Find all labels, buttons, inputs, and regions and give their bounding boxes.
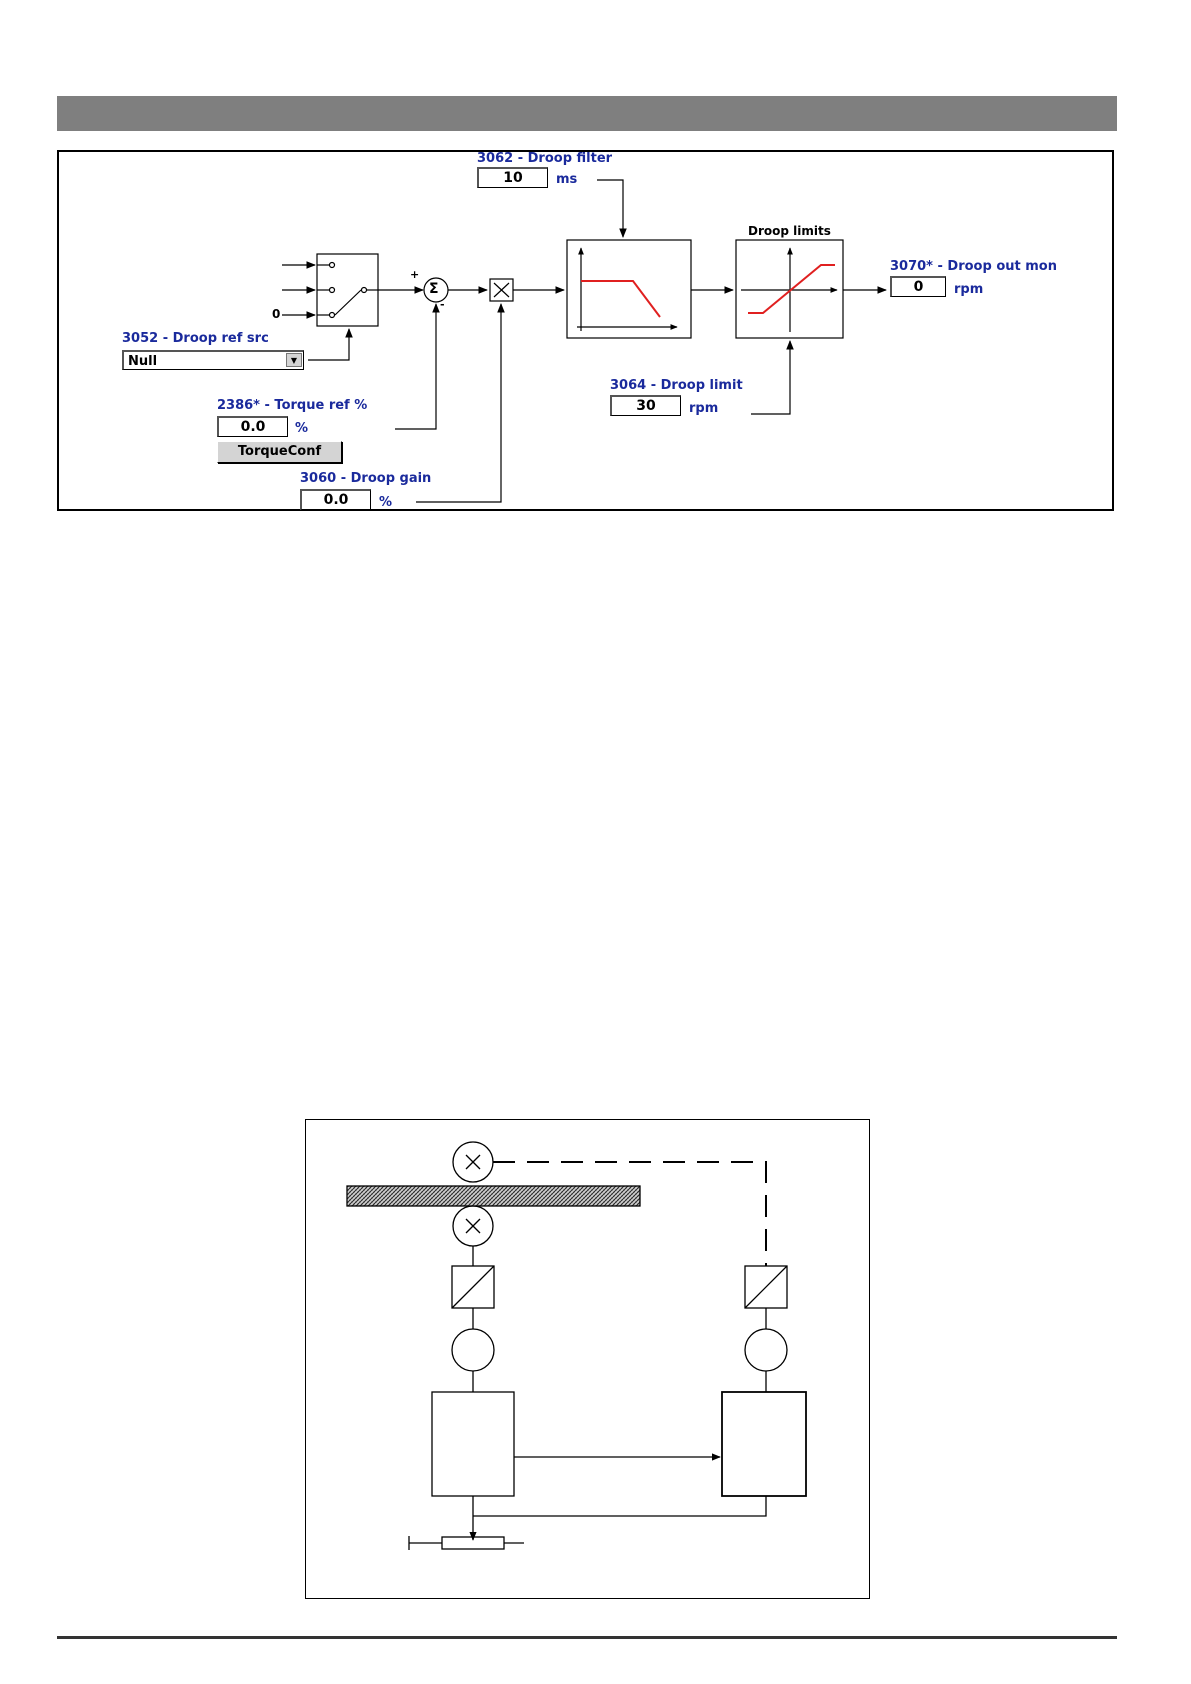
droop-filter-label: 3062 - Droop filter [477,152,612,165]
drive-schematic [305,1119,870,1599]
torque-ref-unit: % [295,422,308,435]
droop-filter-input[interactable] [477,167,548,188]
droop-limits-title: Droop limits [748,225,831,237]
sum-minus-sign: - [440,299,445,310]
limit-curve [748,265,835,313]
lowpass-curve [581,281,660,317]
droop-ref-src-select[interactable]: Null ▼ [122,350,304,370]
droop-out-mon-input[interactable] [890,276,946,297]
sum-symbol: Σ [429,282,439,296]
switch-input-zero: 0 [272,308,280,320]
droop-out-mon-unit: rpm [954,283,983,296]
droop-limit-input[interactable] [610,395,681,416]
droop-gain-unit: % [379,496,392,509]
footer-rule [57,1636,1117,1639]
droop-filter-unit: ms [556,173,577,186]
droop-gain-label: 3060 - Droop gain [300,472,431,485]
droop-gain-input[interactable] [300,489,371,510]
sum-plus-sign: + [410,269,419,280]
droop-ref-src-value: Null [128,354,157,369]
drive-schematic-drawing [306,1120,871,1600]
droop-limit-label: 3064 - Droop limit [610,379,743,392]
droop-block-diagram: 3062 - Droop filter ms Droop limits 3070… [57,150,1114,511]
droop-ref-src-label: 3052 - Droop ref src [122,332,269,345]
torque-ref-label: 2386* - Torque ref % [217,399,367,412]
droop-out-mon-label: 3070* - Droop out mon [890,260,1057,273]
droop-limit-unit: rpm [689,402,718,415]
torque-ref-input[interactable] [217,416,288,437]
header-bar [57,96,1117,131]
chevron-down-icon[interactable]: ▼ [286,353,302,367]
droop-filter-block [567,240,691,338]
torque-conf-button[interactable]: TorqueConf [217,441,342,463]
